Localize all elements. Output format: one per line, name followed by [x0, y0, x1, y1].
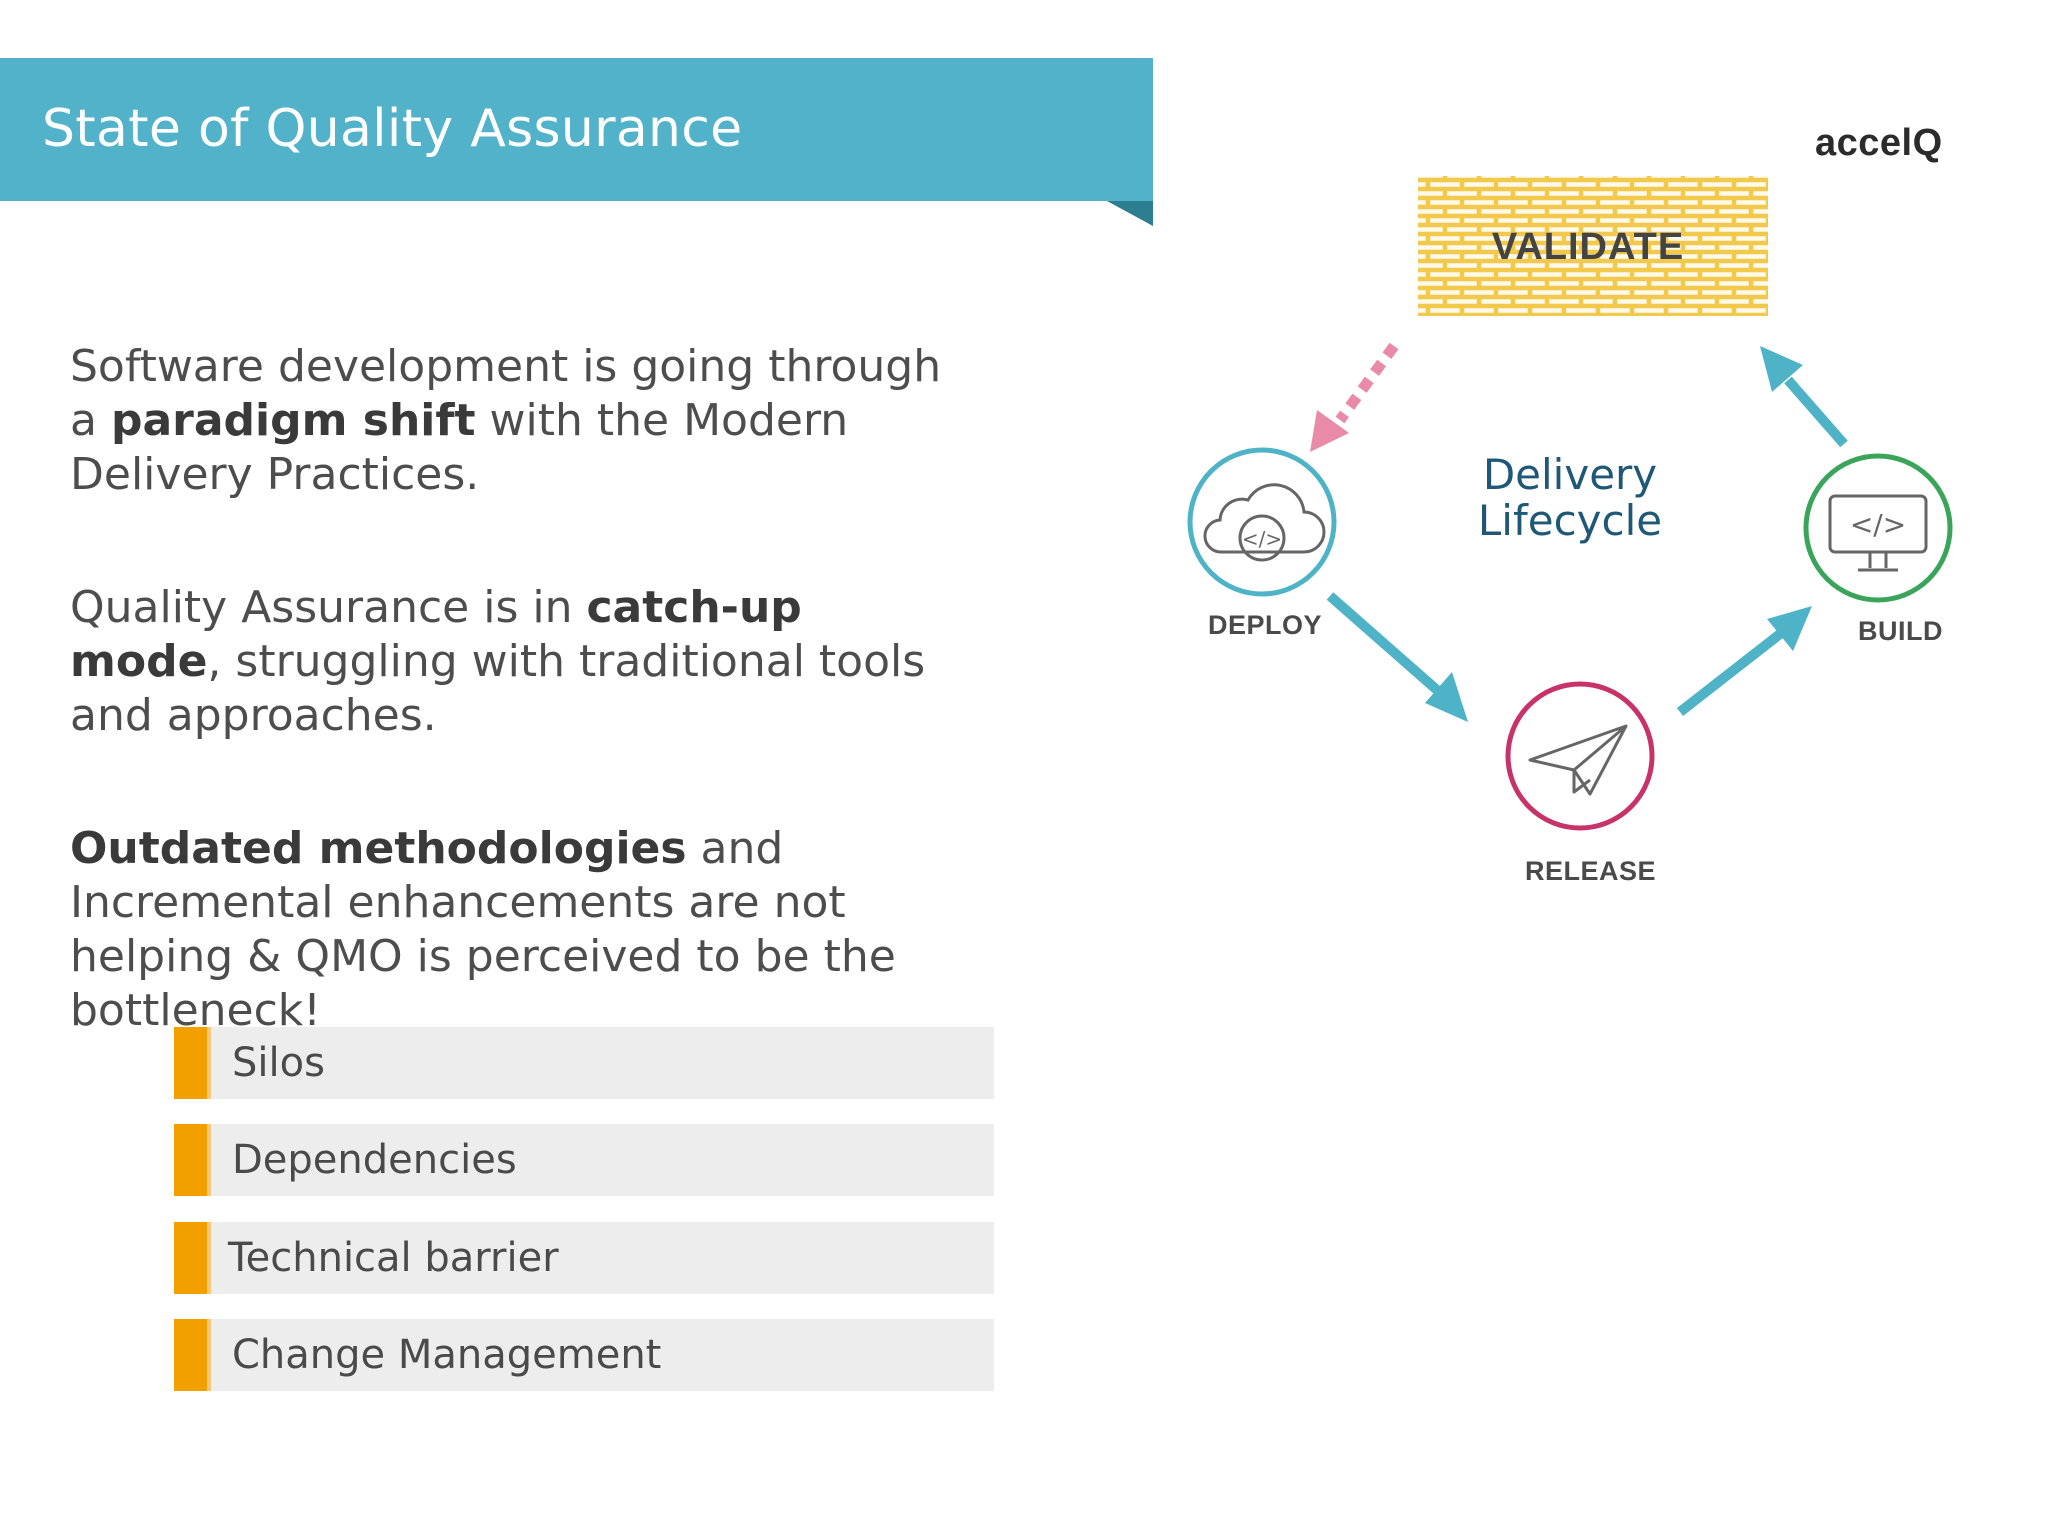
accelq-logo: accelQ [1815, 122, 1943, 164]
dashed-arrow-head [1310, 410, 1349, 452]
paragraph-text: with the Modern Delivery Practices. [70, 395, 849, 500]
paragraph-catch-up: Quality Assurance is in catch-up mode, s… [70, 581, 930, 743]
center-title-line: Delivery [1482, 450, 1658, 499]
svg-text:</>: </> [1242, 527, 1282, 551]
list-item-label: Dependencies [232, 1137, 517, 1183]
svg-text:</>: </> [1850, 508, 1906, 541]
delivery-lifecycle-title: Delivery Lifecycle [1440, 452, 1700, 544]
paragraph-text: Software development is going through a [70, 341, 942, 446]
list-item: Dependencies [174, 1124, 994, 1196]
arrow-head [1760, 346, 1803, 392]
build-label: BUILD [1858, 616, 1943, 646]
deploy-label: DEPLOY [1208, 610, 1323, 640]
banner-fold [1107, 201, 1153, 226]
build-node: </> [1803, 453, 1953, 603]
paragraph-text: , struggling with traditional tools and … [70, 636, 926, 741]
arrow-release-build [1676, 630, 1784, 716]
paragraph-text: Quality Assurance is in [70, 582, 587, 633]
paragraph-bold-text: Outdated methodologies [70, 823, 687, 874]
page-title: State of Quality Assurance [42, 99, 743, 159]
paragraph-bold-text: catch-up mode [70, 582, 802, 687]
cloud-icon [1203, 483, 1326, 554]
accent-bar [174, 1319, 211, 1391]
dashed-arrow [1335, 342, 1399, 424]
validate-wall [1418, 176, 1768, 316]
paragraph-bold-text: paradigm shift [110, 395, 476, 446]
center-title-line: Lifecycle [1477, 496, 1663, 545]
list-item: Technical barrier [174, 1222, 994, 1294]
release-node [1505, 681, 1655, 831]
accent-bar [174, 1027, 211, 1099]
arrow-head [1425, 672, 1468, 722]
list-item: Silos [174, 1027, 994, 1099]
list-item: Change Management [174, 1319, 994, 1391]
paragraph-paradigm-shift: Software development is going through a … [70, 340, 970, 502]
arrow-deploy-release [1326, 592, 1441, 694]
paragraph-text: and Incremental enhancements are not hel… [70, 823, 896, 1036]
title-banner: State of Quality Assurance [0, 58, 1153, 201]
accent-bar [174, 1222, 211, 1294]
validate-label: VALIDATE [1491, 226, 1685, 268]
accent-bar [174, 1124, 211, 1196]
list-item-label: Change Management [232, 1332, 662, 1378]
arrow-build-validate [1784, 376, 1848, 448]
release-label: RELEASE [1525, 856, 1657, 886]
arrow-head [1767, 606, 1812, 651]
list-item-label: Technical barrier [228, 1235, 559, 1281]
paper-plane-icon [1528, 724, 1628, 796]
paragraph-outdated: Outdated methodologies and Incremental e… [70, 822, 990, 1038]
deploy-node: </> [1187, 447, 1337, 597]
list-item-label: Silos [232, 1040, 325, 1086]
monitor-icon [1828, 494, 1928, 554]
